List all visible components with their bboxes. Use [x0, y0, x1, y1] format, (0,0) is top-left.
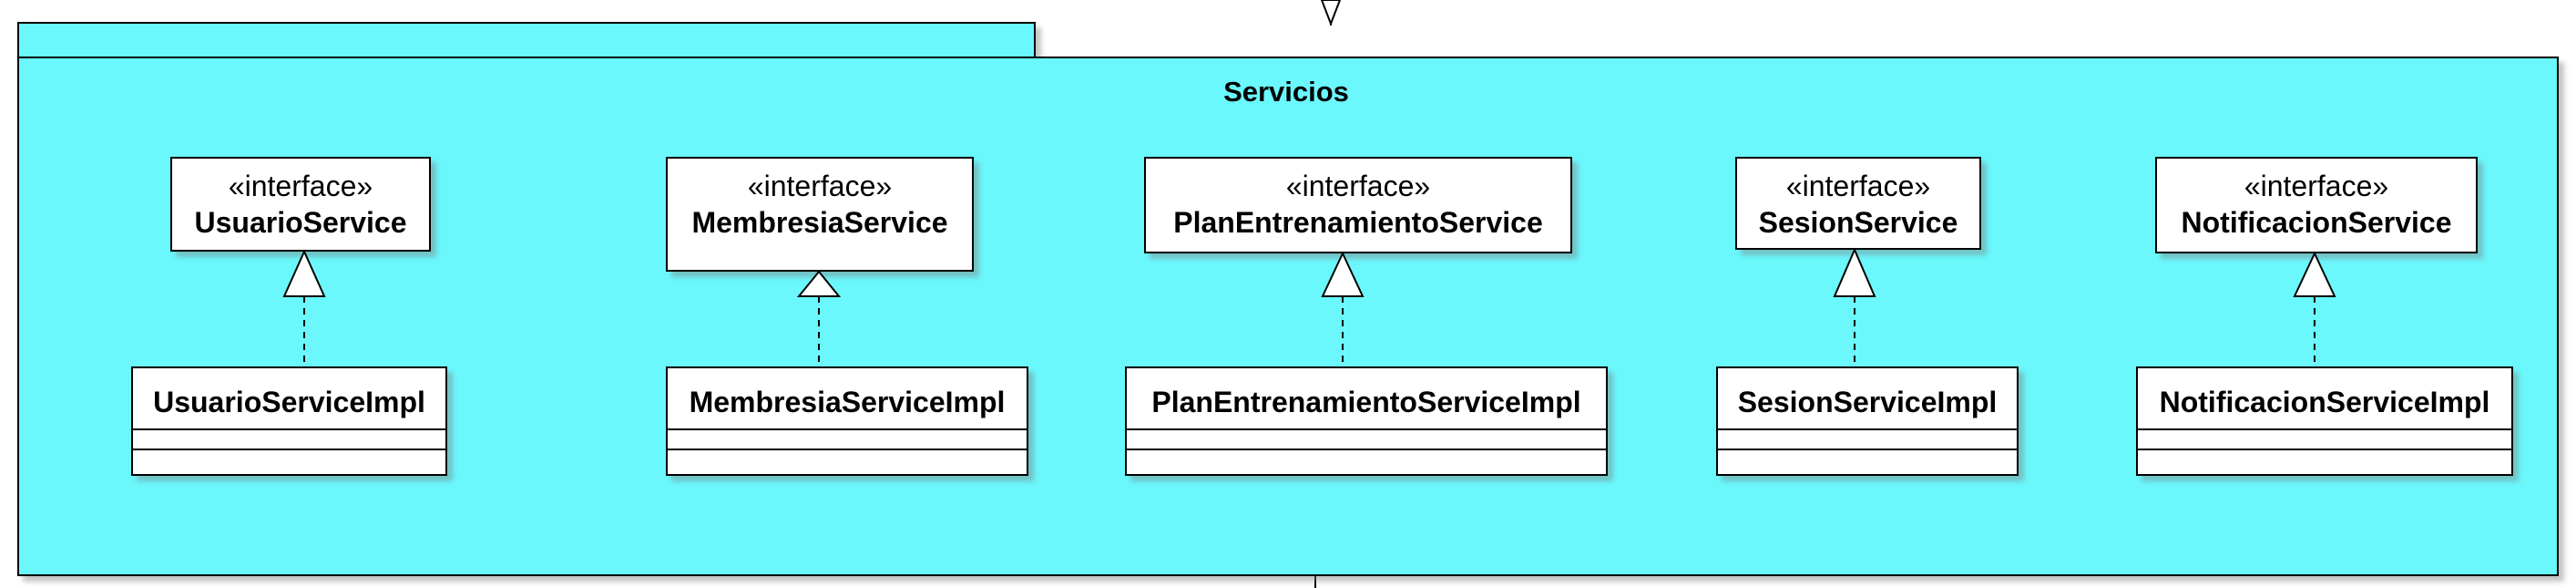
class-notificacionserviceimpl[interactable]: NotificacionServiceImpl [2136, 366, 2513, 476]
realization-head [1833, 247, 1876, 297]
realization-arrow[interactable] [796, 270, 842, 367]
interface-box [666, 157, 974, 272]
interface-stereotype: «interface» [748, 170, 892, 202]
interface-box [1735, 157, 1981, 250]
interface-stereotype: «interface» [2244, 170, 2388, 202]
class-box [131, 366, 447, 476]
interface-box [1144, 157, 1572, 253]
interface-sesionservice[interactable]: «interface» SesionService [1735, 157, 1981, 250]
package-title: Servicios [1223, 76, 1349, 108]
interface-name: SesionService [1759, 206, 1958, 239]
class-name: SesionServiceImpl [1738, 386, 1998, 418]
interface-box [170, 157, 431, 252]
interface-notificacionservice[interactable]: «interface» NotificacionService [2155, 157, 2478, 253]
implementations: UsuarioServiceImpl MembresiaServiceImpl Pl… [131, 366, 2513, 476]
interface-membresiaservice[interactable]: «interface» MembresiaService [666, 157, 974, 272]
interface-name: PlanEntrenamientoService [1173, 206, 1542, 239]
class-planentrenamientoserviceimpl[interactable]: PlanEntrenamientoServiceImpl [1125, 366, 1608, 476]
class-name: MembresiaServiceImpl [690, 386, 1006, 418]
interface-name: NotificacionService [2182, 206, 2452, 239]
realization-arrow[interactable] [282, 249, 326, 367]
interfaces: «interface» UsuarioService «interface» Memb… [170, 157, 2478, 272]
package-body [17, 57, 2559, 576]
class-membresiaserviceimpl[interactable]: MembresiaServiceImpl [666, 366, 1028, 476]
interface-stereotype: «interface» [1286, 170, 1430, 202]
package-tab [17, 22, 1036, 58]
interface-stereotype: «interface» [229, 170, 373, 202]
realization-head [1321, 251, 1365, 297]
realization-head [796, 270, 842, 297]
incoming-arrow [1320, 0, 1342, 26]
class-name: PlanEntrenamientoServiceImpl [1151, 386, 1580, 418]
interface-stereotype: «interface» [1786, 170, 1930, 202]
class-box [1716, 366, 2019, 476]
realization-arrow[interactable] [1833, 247, 1876, 367]
class-box [1125, 366, 1608, 476]
realization-arrow[interactable] [1321, 251, 1365, 367]
class-usuarioserviceimpl[interactable]: UsuarioServiceImpl [131, 366, 447, 476]
realization-head [2293, 251, 2336, 297]
realization-arrow[interactable] [2293, 251, 2336, 367]
interface-planentrenamientoservice[interactable]: «interface» PlanEntrenamientoService [1144, 157, 1572, 253]
interface-usuarioservice[interactable]: «interface» UsuarioService [170, 157, 431, 252]
interface-name: UsuarioService [194, 206, 406, 239]
class-box [666, 366, 1028, 476]
class-name: NotificacionServiceImpl [2160, 386, 2490, 418]
interface-name: MembresiaService [691, 206, 947, 239]
class-name: UsuarioServiceImpl [153, 386, 425, 418]
class-box [2136, 366, 2513, 476]
class-sesionserviceimpl[interactable]: SesionServiceImpl [1716, 366, 2019, 476]
realization-head [282, 249, 326, 297]
realizations [282, 247, 2336, 367]
package-servicios[interactable] [17, 22, 2559, 576]
interface-box [2155, 157, 2478, 253]
